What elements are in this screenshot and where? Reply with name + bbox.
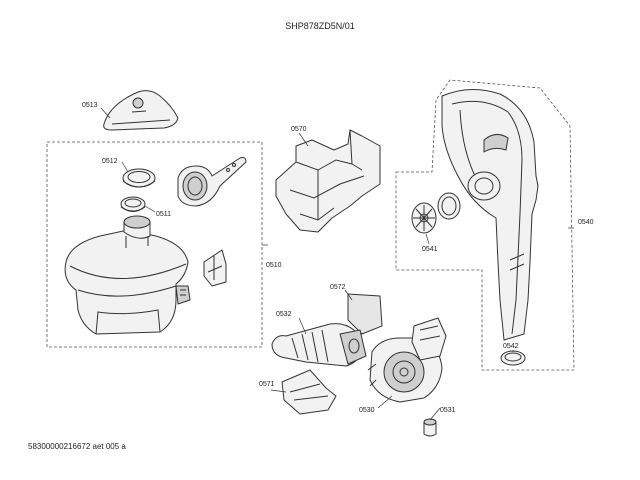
callout-0570: 0570 [291,126,307,133]
part-0542-ring[interactable] [500,350,526,366]
part-detergent-funnel[interactable] [177,157,247,207]
leader-lines [100,107,514,421]
part-0511-ring[interactable] [120,196,146,212]
callout-0532: 0532 [276,311,292,318]
part-0540-duct[interactable] [441,89,539,341]
callout-0531: 0531 [440,407,456,414]
part-0572-pad[interactable] [347,293,383,335]
part-0531-plug[interactable] [423,418,437,437]
callout-0513: 0513 [82,102,98,109]
callout-0571: 0571 [259,381,275,388]
group-boundary-0510 [46,141,263,348]
part-0541-rotor[interactable] [411,192,461,234]
callout-0542: 0542 [503,343,519,350]
part-0530-pump[interactable] [367,317,447,403]
model-title: SHP878ZD5N/01 [285,21,355,31]
part-0571-plate[interactable] [281,369,337,415]
callout-0541: 0541 [422,246,438,253]
part-0532-hose[interactable] [271,323,367,367]
part-0570-heat-shield[interactable] [275,129,381,233]
drawing-code: 58300000216672 aet 005 a [28,442,126,451]
part-0512-seal-ring[interactable] [122,168,156,188]
part-clip-bracket[interactable] [203,249,227,287]
part-0510-reservoir[interactable] [64,215,191,335]
callout-0510: 0510 [266,262,282,269]
callout-0511: 0511 [156,211,171,218]
callout-0540: 0540 [578,219,594,226]
part-0513-cap[interactable] [103,90,179,131]
callout-0512: 0512 [102,158,118,165]
group-boundary-0540 [395,79,575,371]
callout-0572: 0572 [330,284,346,291]
callout-0530: 0530 [359,407,375,414]
